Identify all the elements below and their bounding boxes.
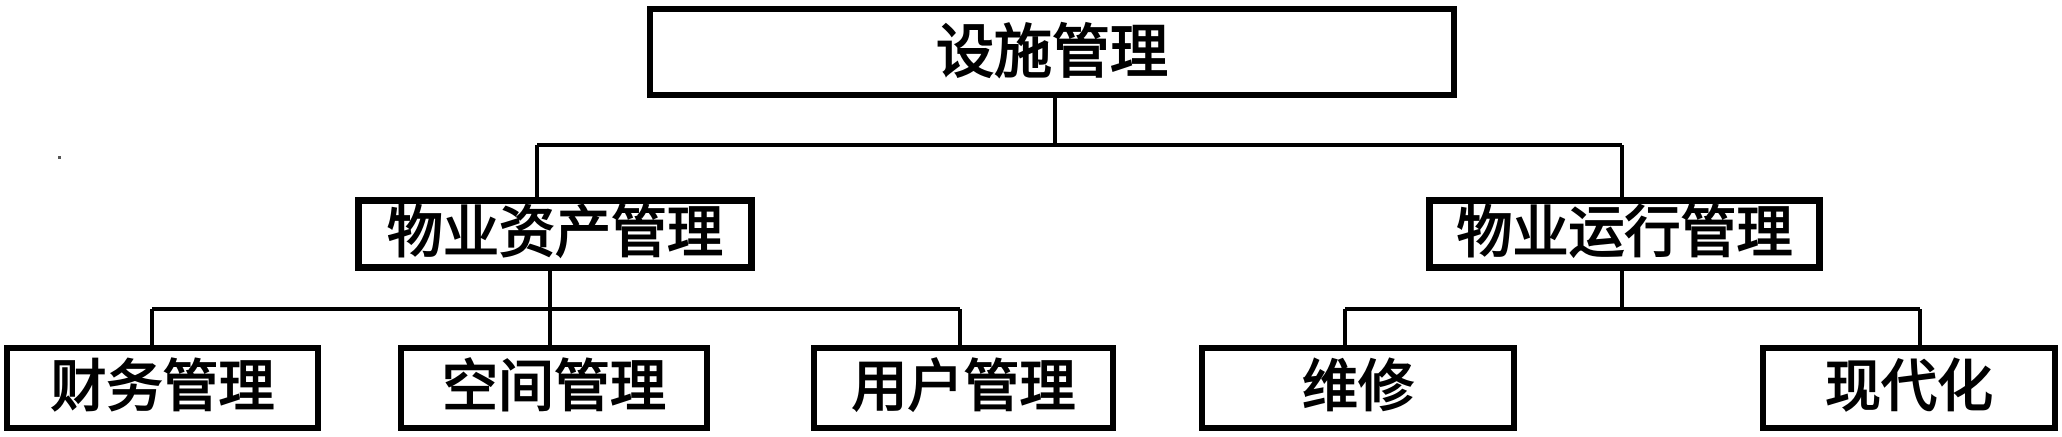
leaf-node-label: 现代化 bbox=[1825, 355, 1993, 420]
leaf-node-modernization: 现代化 bbox=[1760, 345, 2058, 431]
branch-node-property-operation-management: 物业运行管理 bbox=[1426, 197, 1823, 271]
leaf-node-maintenance: 维修 bbox=[1199, 345, 1517, 431]
root-node-label: 设施管理 bbox=[935, 18, 1168, 86]
branch-node-label: 物业运行管理 bbox=[1456, 201, 1793, 266]
leaf-node-label: 空间管理 bbox=[442, 355, 666, 420]
leaf-node-financial-management: 财务管理 bbox=[4, 345, 321, 431]
branch-node-label: 物业资产管理 bbox=[387, 201, 723, 266]
leaf-node-label: 维修 bbox=[1302, 355, 1414, 420]
leaf-node-label: 财务管理 bbox=[50, 355, 275, 420]
branch-node-property-asset-management: 物业资产管理 bbox=[355, 197, 755, 271]
scan-speck bbox=[58, 156, 61, 159]
root-node-facility-management: 设施管理 bbox=[647, 6, 1457, 98]
leaf-node-user-management: 用户管理 bbox=[811, 345, 1116, 431]
leaf-node-label: 用户管理 bbox=[851, 355, 1076, 420]
leaf-node-space-management: 空间管理 bbox=[398, 345, 710, 431]
